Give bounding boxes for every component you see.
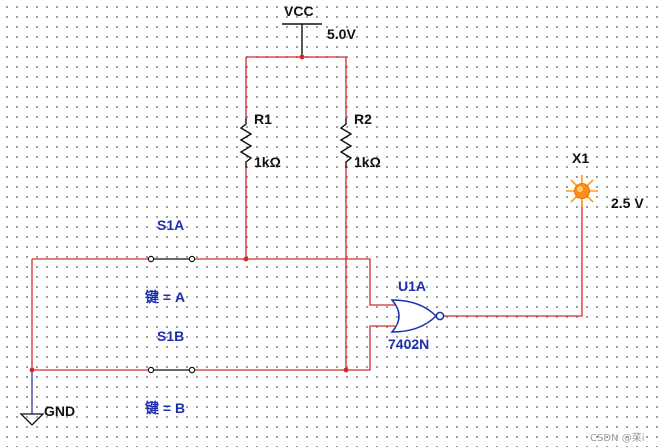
junction-dot: [299, 54, 305, 60]
x1-value: 2.5 V: [611, 195, 644, 211]
switch-s1a[interactable]: [147, 255, 196, 263]
s1b-label: S1B: [157, 328, 185, 344]
watermark: CSDN @菜i: [590, 433, 645, 444]
wire-node-a: [193, 258, 395, 306]
gnd-label: GND: [44, 403, 76, 419]
r1-label: R1: [254, 111, 272, 127]
r2-label: R2: [354, 111, 372, 127]
junction-dot: [343, 367, 349, 373]
wire-node-b: [193, 325, 395, 371]
nor-gate-u1a[interactable]: [390, 299, 445, 333]
junctions: [29, 54, 349, 373]
u1a-part-label: 7402N: [388, 336, 430, 352]
wire-output: [444, 200, 583, 317]
u1a-label: U1A: [398, 278, 427, 294]
junction-dot: [243, 256, 249, 262]
switch-s1b[interactable]: [147, 366, 196, 374]
junction-dot: [29, 367, 35, 373]
vcc-symbol[interactable]: [282, 23, 322, 57]
vcc-value: 5.0V: [327, 26, 356, 42]
vcc-label: VCC: [284, 3, 314, 19]
s1a-label: S1A: [157, 217, 185, 233]
lamp-icon[interactable]: [566, 175, 598, 207]
r2-resistor[interactable]: [339, 118, 353, 168]
r1-resistor[interactable]: [239, 118, 253, 168]
ground-icon[interactable]: [19, 413, 45, 426]
r1-value: 1kΩ: [254, 154, 281, 170]
r2-value: 1kΩ: [354, 154, 381, 170]
s1a-key-label: 键 = A: [145, 289, 186, 305]
wires: [31, 56, 583, 371]
s1b-key-label: 键 = B: [145, 400, 186, 416]
x1-label: X1: [572, 150, 590, 166]
